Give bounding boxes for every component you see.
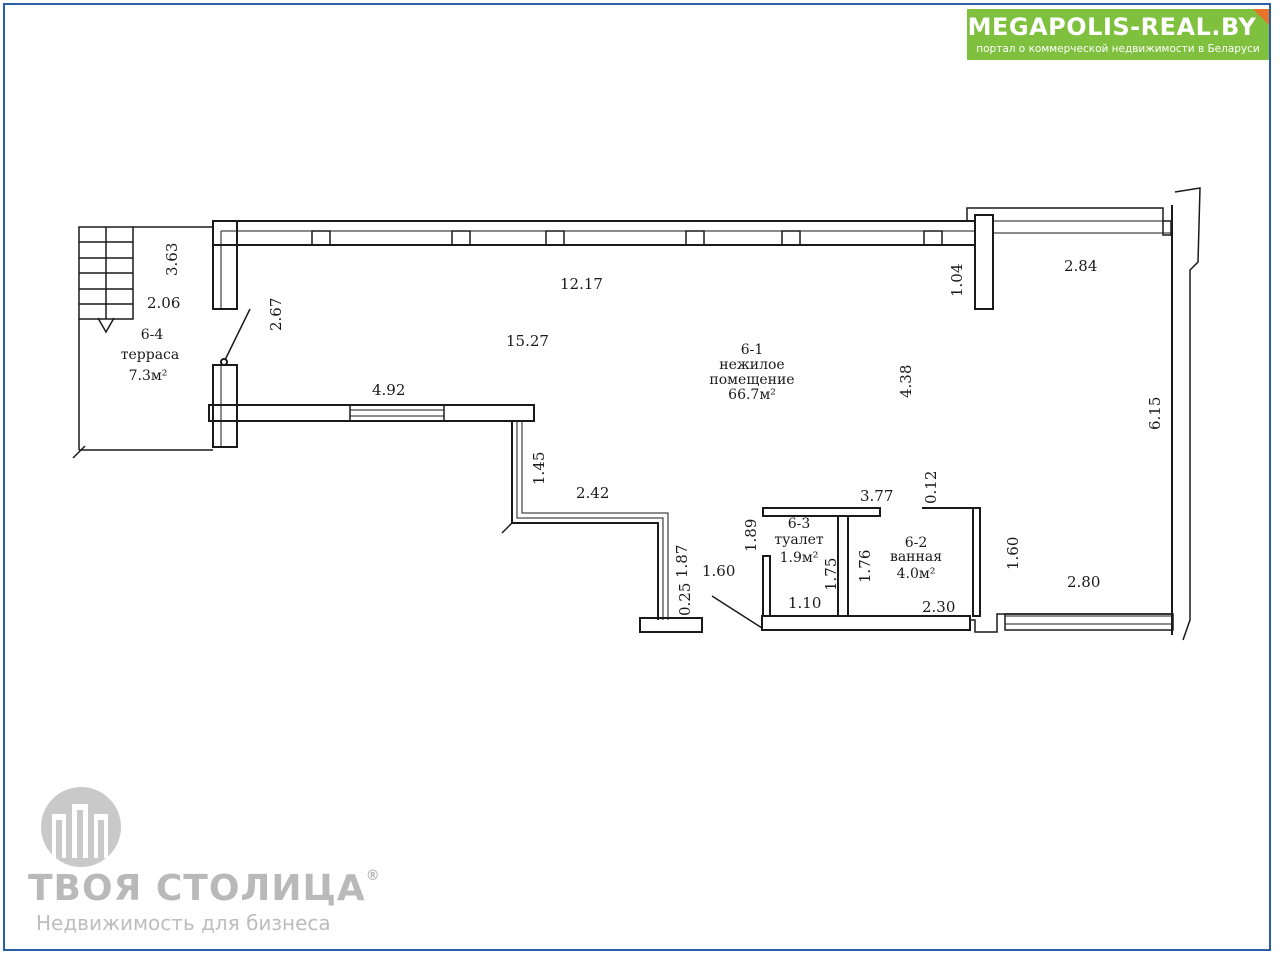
dim-label: 0.25	[676, 583, 694, 616]
window	[451, 230, 471, 246]
window	[685, 230, 705, 246]
wall-toilet-left	[762, 555, 771, 617]
dim-label: 1.10	[788, 594, 821, 612]
room-main-id: 6-1	[741, 342, 764, 358]
watermark-name: ТВОЯ СТОЛИЦА®	[28, 868, 381, 909]
room-main-area: 66.7м²	[728, 387, 776, 403]
room-toilet-id: 6-3	[788, 516, 811, 532]
wall-partition	[837, 515, 849, 617]
window	[311, 230, 331, 246]
dim-label: 6.15	[1146, 397, 1164, 430]
dim-label: 1.60	[1004, 537, 1022, 570]
dim-label: 3.63	[163, 243, 181, 276]
dim-label: 1.04	[948, 264, 966, 297]
wall-upper-right	[974, 214, 994, 310]
dim-label: 1.45	[530, 452, 548, 485]
dim-label: 2.84	[1064, 257, 1097, 275]
room-terrace-name: терраса	[121, 347, 180, 363]
corner-ribbon-icon	[1253, 9, 1269, 25]
site-name: MEGAPOLIS-REAL.BY	[967, 13, 1257, 41]
dim-label: 12.17	[560, 275, 603, 293]
dim-label: 1.76	[856, 550, 874, 583]
wall-toilet-top	[762, 507, 881, 517]
wall-middle	[208, 404, 535, 422]
window	[781, 230, 801, 246]
dim-label: 1.75	[822, 558, 840, 591]
dim-label: 2.06	[147, 294, 180, 312]
room-main-name-2: помещение	[709, 372, 794, 388]
site-badge[interactable]: MEGAPOLIS-REAL.BY портал о коммерческой …	[967, 9, 1269, 60]
room-main-name-1: нежилое	[719, 357, 784, 373]
dim-label: 4.92	[372, 381, 405, 399]
dim-label: 1.87	[673, 545, 691, 578]
walls	[208, 187, 1201, 641]
room-toilet-area: 1.9м²	[780, 550, 819, 566]
room-terrace-area: 7.3м²	[129, 368, 168, 384]
building-logo-icon	[41, 787, 121, 867]
image-frame	[3, 3, 1271, 951]
dim-label: 1.60	[702, 562, 735, 580]
wall-left-upper	[212, 220, 238, 310]
dim-label: 2.67	[267, 298, 285, 331]
window	[923, 230, 943, 246]
room-terrace-id: 6-4	[141, 327, 164, 343]
wall-bottom-stub	[639, 617, 703, 633]
room-bath-id: 6-2	[905, 535, 928, 551]
dim-label: 4.38	[897, 365, 915, 398]
wall-top	[212, 220, 976, 246]
site-tagline: портал о коммерческой недвижимости в Бел…	[976, 43, 1260, 55]
dim-label: 2.80	[1067, 573, 1100, 591]
registered-mark: ®	[365, 868, 381, 884]
stair-arrow-icon	[97, 317, 115, 334]
dim-label: 0.12	[922, 471, 940, 504]
room-bath-area: 4.0м²	[897, 566, 936, 582]
wall-step-outer	[511, 421, 659, 620]
terrace-stairs	[72, 226, 213, 459]
dim-label: 1.89	[742, 519, 760, 552]
room-bath-name: ванная	[890, 549, 942, 565]
room-toilet-name: туалет	[774, 532, 824, 548]
dim-label: 15.27	[506, 332, 549, 350]
wall-bottom	[761, 615, 971, 631]
dim-label: 2.30	[922, 598, 955, 616]
dim-label: 3.77	[860, 487, 893, 505]
window	[545, 230, 565, 246]
dim-label: 2.42	[576, 484, 609, 502]
watermark-tagline: Недвижимость для бизнеса	[36, 911, 331, 935]
wall-bath-right	[972, 507, 981, 617]
